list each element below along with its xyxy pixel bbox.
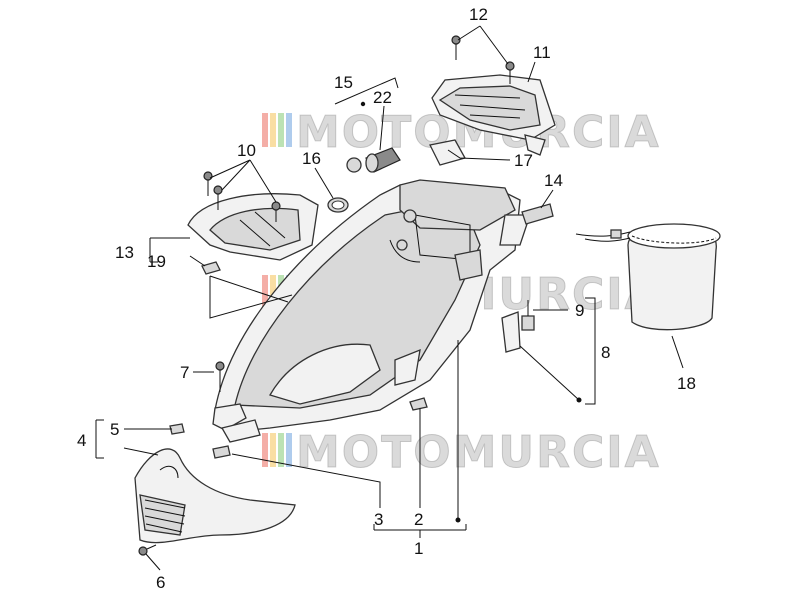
small-cover-part: [187, 193, 319, 261]
callout-12: 12: [469, 5, 488, 24]
callout-4: 4: [77, 431, 86, 450]
rack-tray-part: [431, 74, 556, 156]
screw-6: [138, 544, 157, 556]
socket-22: [346, 147, 401, 173]
callout-3: 3: [374, 510, 383, 529]
clip-5: [169, 423, 185, 435]
callout-13: 13: [115, 243, 134, 262]
callout-22: 22: [373, 88, 392, 107]
screw-10a: [203, 171, 213, 196]
callout-2: 2: [414, 510, 423, 529]
carry-bag-part: [575, 223, 721, 331]
clip-3: [212, 445, 231, 459]
pad-14: [521, 203, 554, 225]
clip-19: [201, 261, 221, 275]
callout-11: 11: [533, 43, 551, 62]
splash-cover-part: [134, 448, 296, 544]
callout-15: 15: [334, 73, 353, 92]
callout-19: 19: [147, 252, 166, 271]
callout-5: 5: [110, 420, 119, 439]
helmet-compartment-part: [212, 179, 531, 443]
callout-17: 17: [514, 151, 533, 170]
callout-6: 6: [156, 573, 165, 592]
callout-9: 9: [575, 301, 584, 320]
screw-12a: [451, 35, 461, 60]
callout-14: 14: [544, 171, 563, 190]
clip-2: [409, 397, 428, 411]
watermark-bottom: MOTOMURCIA: [262, 427, 661, 479]
ring-16: [327, 197, 349, 213]
callout-8: 8: [601, 343, 610, 362]
watermark-text: MOTOMURCIA: [296, 427, 661, 478]
callout-7: 7: [180, 363, 189, 382]
callout-10: 10: [237, 141, 256, 160]
callout-1: 1: [414, 539, 423, 558]
leader-lines: [95, 25, 684, 571]
screw-7: [215, 361, 225, 392]
callout-labels: 12 11 15 22 10 16 17 14 13 19 9 8 7 18 5…: [77, 5, 696, 592]
callout-18: 18: [677, 374, 696, 393]
hinge-bracket-part: [501, 300, 535, 353]
callout-16: 16: [302, 149, 321, 168]
